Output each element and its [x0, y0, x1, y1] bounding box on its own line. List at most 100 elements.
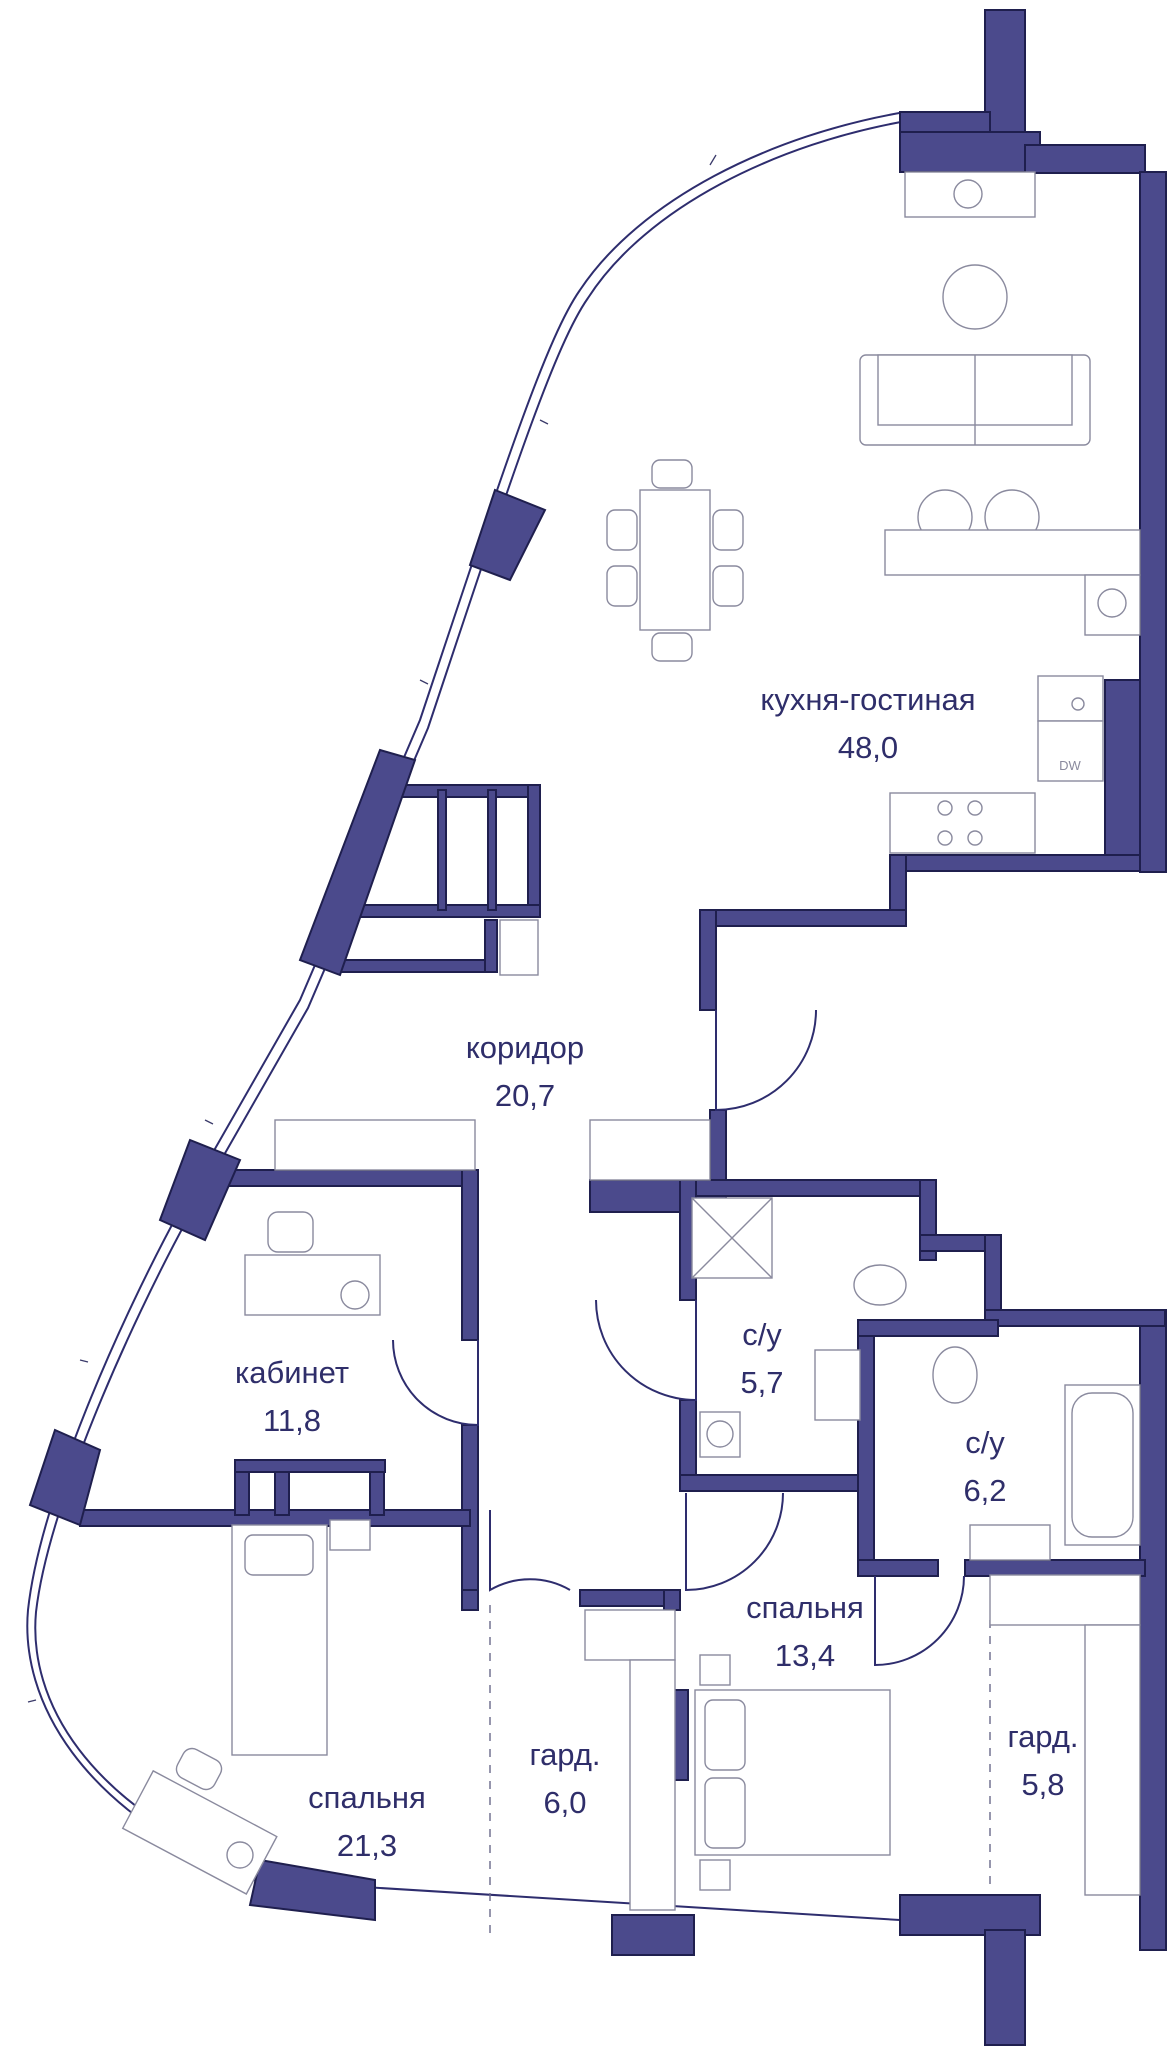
wall-bath2-bottom-right — [964, 1559, 1146, 1577]
kitchen-island — [884, 529, 1141, 576]
wall-facade-pier-2 — [468, 488, 547, 582]
hall-cabinet — [499, 919, 539, 976]
dining-chair-right-1 — [712, 509, 744, 551]
sink-cabinet — [1037, 675, 1104, 722]
room-area: 21,3 — [337, 1828, 397, 1863]
wall-kitchen-niche — [1104, 679, 1141, 871]
room-name: кабинет — [235, 1355, 349, 1390]
doors — [392, 1009, 991, 1940]
room-area: 6,2 — [963, 1473, 1006, 1508]
wall-corridor-door-jamb — [709, 1109, 727, 1181]
wall-study-right-upper — [461, 1169, 479, 1341]
room-name: гард. — [529, 1737, 600, 1772]
room-wardrobe-1: гард. 6,0 — [529, 1737, 600, 1820]
fan-icon — [953, 179, 983, 209]
wall-step-3 — [699, 909, 717, 1011]
wall-bath2-bottom-left — [857, 1559, 939, 1577]
corridor-closet-left — [274, 1119, 476, 1171]
toilet-2 — [932, 1346, 978, 1404]
room-name: спальня — [746, 1590, 864, 1625]
room-corridor: коридор 20,7 — [466, 1030, 584, 1113]
stove-counter — [889, 792, 1036, 854]
wall-bath2-top-inner — [857, 1319, 999, 1337]
door-wardrobe-1 — [489, 1510, 571, 1592]
room-area: 6,0 — [543, 1785, 586, 1820]
wardrobe1-rack — [629, 1659, 676, 1911]
wardrobe1-shelf-top — [584, 1609, 676, 1661]
study-chair — [267, 1211, 314, 1253]
door-bath-1 — [595, 1299, 697, 1402]
dining-chair-top — [651, 459, 693, 489]
dining-chair-right-2 — [712, 565, 744, 607]
room-wardrobe-2: гард. 5,8 — [1007, 1719, 1078, 1802]
dishwasher — [1037, 720, 1104, 782]
wall-study-top — [209, 1169, 471, 1187]
room-study: кабинет 11,8 — [235, 1355, 349, 1438]
wall-closet-base — [334, 959, 496, 973]
bath1-sink — [814, 1349, 861, 1421]
room-area: 13,4 — [775, 1638, 835, 1673]
wall-bath2-top — [984, 1309, 1166, 1327]
wall-step-2 — [699, 909, 907, 927]
dining-table — [639, 489, 711, 631]
wall-bottom-right — [899, 1894, 1041, 1936]
wall-bath1-top — [689, 1179, 936, 1197]
wall-wardrobe1-jamb — [663, 1589, 681, 1611]
sink-icon — [1071, 697, 1085, 711]
room-name: с/у — [742, 1317, 782, 1352]
wall-closet-divider-1 — [437, 789, 447, 911]
dining-chair-bottom — [651, 632, 693, 662]
wall-bath1-bottom — [679, 1474, 861, 1492]
bath2-sink — [969, 1524, 1051, 1561]
wall-study-closet-top — [234, 1459, 386, 1473]
toilet-1 — [853, 1264, 907, 1306]
room-area: 5,7 — [740, 1365, 783, 1400]
wardrobe2-shelf-top — [989, 1574, 1141, 1626]
door-bedroom-small — [685, 1492, 784, 1592]
round-table — [942, 264, 1008, 330]
study-sink — [329, 1519, 371, 1551]
dining-chair-left-2 — [606, 565, 638, 607]
wall-step-1 — [889, 854, 907, 916]
room-name: гард. — [1007, 1719, 1078, 1754]
room-area: 11,8 — [263, 1403, 321, 1438]
room-bathroom-2: с/у 6,2 — [963, 1425, 1006, 1508]
wall-closet-divider-2 — [487, 789, 497, 911]
room-area: 20,7 — [495, 1078, 555, 1113]
wall-wardrobe1-left-jamb — [461, 1589, 479, 1611]
room-labels: кухня-гостиная 48,0 коридор 20,7 кабинет… — [235, 682, 1079, 1863]
wall-kitchen-bottom — [889, 854, 1141, 872]
bedroom-desk — [121, 1769, 278, 1895]
bedroom-chair — [175, 1747, 223, 1791]
wall-facade-pier-1 — [298, 748, 417, 977]
door-bath-2 — [874, 1575, 965, 1667]
wall-bottom-bedroom — [248, 1858, 376, 1922]
room-area: 5,8 — [1021, 1767, 1064, 1802]
dishwasher-label: DW — [1059, 758, 1081, 773]
furniture: DW — [121, 171, 1141, 1911]
wall-closet-right — [527, 784, 541, 916]
wall-column-top — [984, 9, 1026, 133]
wall-bath2-step-v — [984, 1234, 1002, 1321]
room-name: спальня — [308, 1780, 426, 1815]
room-bedroom-small: спальня 13,4 — [746, 1590, 864, 1673]
door-kitchen — [715, 1009, 817, 1112]
study-lamp — [340, 1280, 370, 1310]
wardrobe2-rack — [1084, 1624, 1141, 1896]
walls — [28, 9, 1167, 2046]
wall-facade-pier-3 — [158, 1138, 242, 1242]
wall-column-bottom — [984, 1929, 1026, 2046]
hob-icon — [1097, 588, 1127, 618]
wall-top-balcony — [899, 111, 991, 133]
door-study — [392, 1339, 479, 1427]
room-name: коридор — [466, 1030, 584, 1065]
room-area: 48,0 — [838, 730, 898, 765]
room-name: кухня-гостиная — [760, 682, 975, 717]
wall-bottom-mid — [611, 1914, 695, 1956]
room-bedroom-large: спальня 21,3 — [308, 1780, 426, 1863]
room-bathroom-1: с/у 5,7 — [740, 1317, 783, 1400]
corridor-closet-right — [589, 1119, 711, 1181]
room-name: с/у — [965, 1425, 1005, 1460]
wall-right-lower — [1139, 1309, 1167, 1951]
